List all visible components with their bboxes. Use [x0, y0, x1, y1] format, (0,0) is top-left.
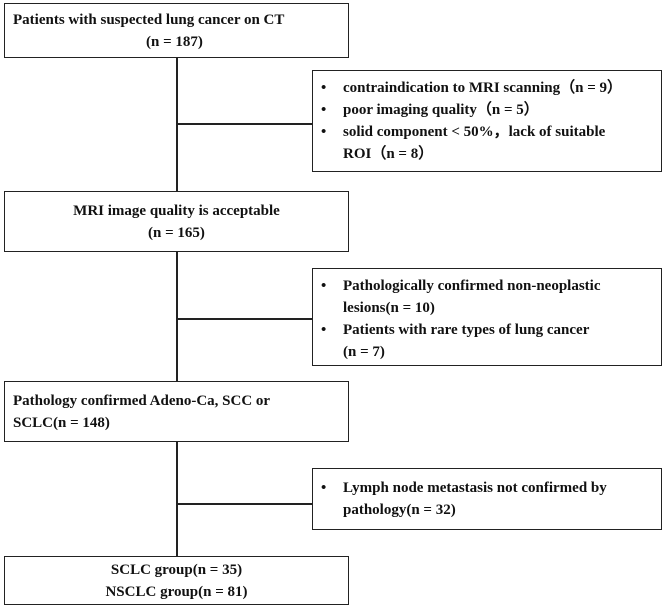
- exclusion-item: poor imaging quality（n = 5）: [313, 99, 655, 121]
- step-pathology-label: Pathology confirmed Adeno-Ca, SCC or: [13, 393, 271, 409]
- connector-vertical-3: [176, 442, 178, 556]
- connector-branch-2: [176, 318, 312, 320]
- step-box-mri-acceptable: MRI image quality is acceptable (n = 165…: [4, 191, 349, 252]
- step-sclc-group: SCLC group(n = 35): [110, 562, 243, 578]
- exclusion-item: contraindication to MRI scanning（n = 9）: [313, 77, 655, 99]
- step-enrolled-label: Patients with suspected lung cancer on C…: [13, 12, 285, 28]
- step-pathology-count: SCLC(n = 148): [13, 415, 110, 431]
- exclusion-box-2: Pathologically confirmed non-neoplasticl…: [312, 268, 662, 366]
- exclusion-item: Pathologically confirmed non-neoplasticl…: [313, 275, 655, 319]
- connector-vertical-2: [176, 252, 178, 381]
- step-mri-count: (n = 165): [148, 225, 205, 241]
- step-enrolled-count: (n = 187): [146, 34, 203, 50]
- step-mri-label: MRI image quality is acceptable: [73, 203, 280, 219]
- exclusion-item: Lymph node metastasis not confirmed bypa…: [313, 477, 655, 521]
- exclusion-box-3: Lymph node metastasis not confirmed bypa…: [312, 468, 662, 530]
- exclusion-box-1: contraindication to MRI scanning（n = 9） …: [312, 70, 662, 172]
- exclusion-item: solid component < 50%，lack of suitableRO…: [313, 121, 655, 165]
- exclusion-item: Patients with rare types of lung cancer …: [313, 319, 655, 363]
- step-box-enrolled: Patients with suspected lung cancer on C…: [4, 3, 349, 58]
- step-box-groups: SCLC group(n = 35) NSCLC group(n = 81): [4, 556, 349, 605]
- connector-branch-1: [176, 123, 312, 125]
- step-nsclc-group: NSCLC group(n = 81): [105, 584, 248, 600]
- connector-branch-3: [176, 503, 312, 505]
- step-box-pathology: Pathology confirmed Adeno-Ca, SCC or SCL…: [4, 381, 349, 442]
